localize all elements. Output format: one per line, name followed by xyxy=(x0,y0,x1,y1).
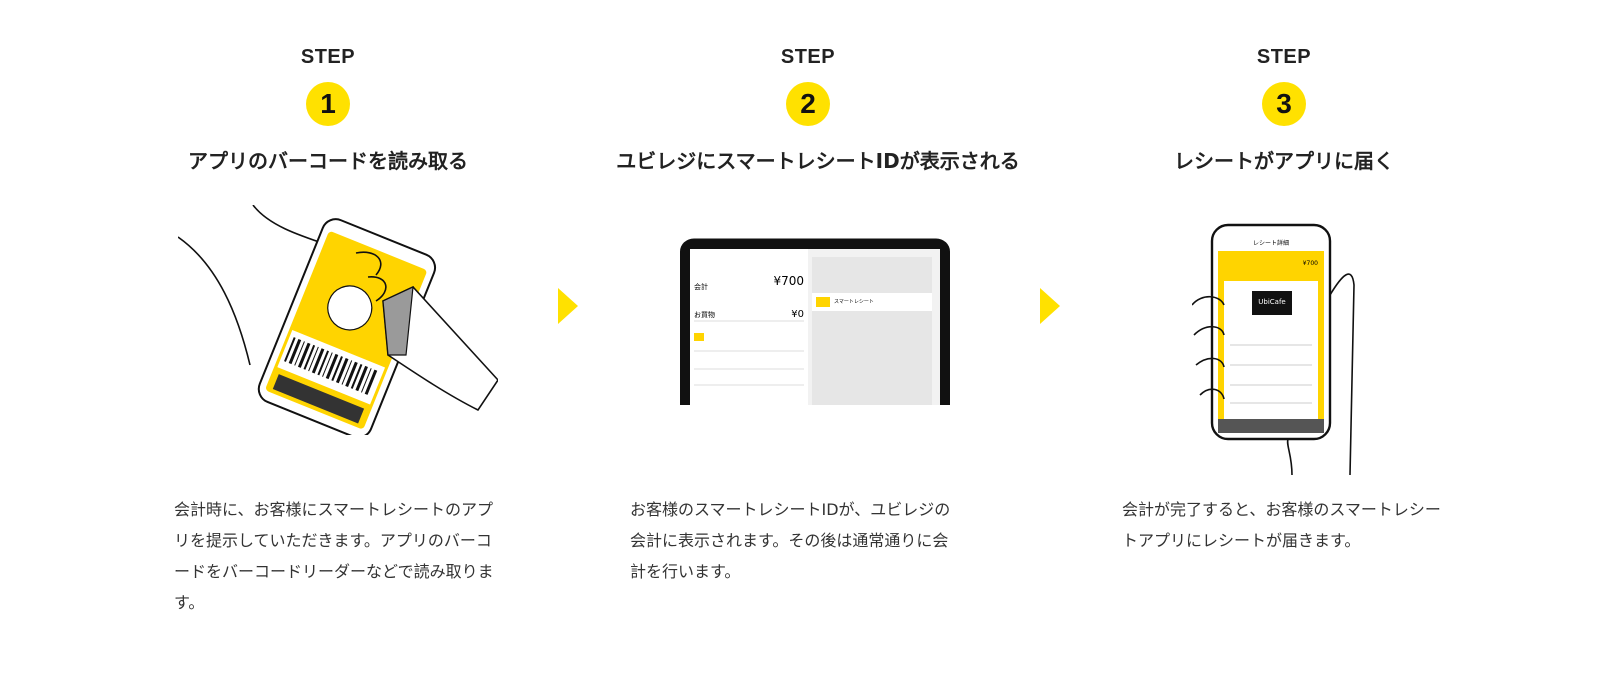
screen-card-label: スマートレシート xyxy=(834,299,874,305)
screen-shop-logo: UbiCafe xyxy=(1258,298,1285,306)
tablet-register-icon: 会計 ¥700 お買物 ¥0 スマートレシート xyxy=(680,238,950,405)
screen-header: レシート詳細 xyxy=(1253,239,1289,247)
screen-amount: ¥700 xyxy=(1303,260,1318,267)
step-description: 会計が完了すると、お客様のスマートレシートアプリにレシートが届きます。 xyxy=(1122,500,1441,550)
screen-total-label: 会計 xyxy=(694,282,708,291)
arrow-right-icon xyxy=(558,288,578,324)
arrow-right-icon xyxy=(1040,288,1060,324)
step-number-badge: 1 xyxy=(306,82,350,126)
step-number-badge: 3 xyxy=(1262,82,1306,126)
step-title: アプリのバーコードを読み取る xyxy=(188,149,468,173)
hand-phone-barcode-scanner-icon xyxy=(178,205,498,435)
step-label: STEP xyxy=(780,46,836,68)
step-title: レシートがアプリに届く xyxy=(1174,149,1394,173)
step-description: 会計時に、お客様にスマートレシートのアプリを提示していただきます。アプリのバーコ… xyxy=(174,500,494,612)
hand-phone-receipt-icon: UbiCafe レシート詳細 ¥700 xyxy=(1192,223,1355,475)
screen-purchase-label: お買物 xyxy=(694,310,715,319)
step-number-badge: 2 xyxy=(786,82,830,126)
step-label: STEP xyxy=(300,46,356,68)
step-title: ユビレジにスマートレシートIDが表示される xyxy=(616,149,1020,173)
screen-total-value: ¥700 xyxy=(773,274,804,288)
step-description: お客様のスマートレシートIDが、ユビレジの会計に表示されます。その後は通常通りに… xyxy=(630,500,951,581)
screen-purchase-value: ¥0 xyxy=(791,309,804,320)
step-label: STEP xyxy=(1256,46,1312,68)
